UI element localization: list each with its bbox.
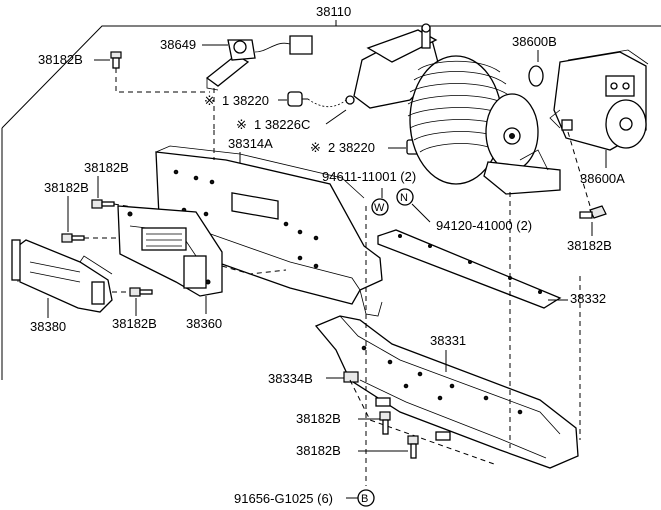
bolt-38182b-b1 — [379, 411, 391, 435]
washer-w-symbol — [371, 198, 389, 216]
assembly-number: 38110 — [316, 4, 351, 19]
label-38220-1: 1 38220 — [222, 93, 269, 108]
label-38314a: 38314A — [228, 136, 273, 151]
winch-drum-assembly — [353, 23, 561, 195]
frame-holes — [173, 169, 319, 269]
crossmember-38331 — [314, 315, 579, 469]
assembly-frame-top — [1, 25, 661, 129]
symbol-w: W — [374, 202, 385, 214]
label-38331: 38331 — [430, 333, 466, 348]
label-94611: 94611-11001 (2) — [322, 169, 416, 184]
symbol-n: N — [400, 192, 408, 204]
pad-38332 — [377, 229, 562, 309]
symbol-b: B — [361, 493, 368, 505]
symbol-b-circle — [357, 489, 375, 507]
label-38182b-b1: 38182B — [296, 411, 341, 426]
wire-38226c — [307, 98, 347, 108]
label-91656: 91656-G1025 (6) — [234, 491, 333, 506]
bolt-38182b-mid2 — [61, 233, 85, 243]
label-38220-2: 2 38220 — [328, 140, 375, 155]
label-38334b: 38334B — [268, 371, 313, 386]
label-38226c: 1 38226C — [254, 117, 310, 132]
label-38182b-b2: 38182B — [296, 443, 341, 458]
label-38182b-mid1: 38182B — [84, 160, 129, 175]
note-mark-1a: ※ — [204, 93, 215, 108]
switch-38220-1 — [287, 91, 308, 107]
label-94120: 94120-41000 (2) — [436, 218, 532, 233]
motor-38600a — [549, 49, 649, 151]
label-38182b-low: 38182B — [112, 316, 157, 331]
bolt-38182b-mid1 — [91, 199, 115, 209]
note-mark-1b: ※ — [236, 117, 247, 132]
roller-guide-38380 — [11, 239, 113, 313]
label-38182b-top: 38182B — [38, 52, 83, 67]
bolt-38182b-top — [110, 51, 122, 69]
label-38649: 38649 — [160, 37, 196, 52]
label-38600b: 38600B — [512, 34, 557, 49]
label-38182b-mid2: 38182B — [44, 180, 89, 195]
note-mark-2: ※ — [310, 140, 321, 155]
fairlead-38360 — [117, 205, 223, 297]
bolt-38182b-right — [579, 205, 607, 219]
o-ring-38600b — [528, 65, 544, 87]
bolt-38182b-low — [129, 287, 153, 297]
label-38182b-right: 38182B — [567, 238, 612, 253]
bracket-38649 — [205, 35, 313, 91]
label-38600a: 38600A — [580, 171, 625, 186]
bolt-38182b-b2 — [407, 435, 419, 459]
label-38360: 38360 — [186, 316, 222, 331]
plate-38334b — [343, 371, 359, 383]
nut-n-symbol — [396, 188, 414, 206]
label-38380: 38380 — [30, 319, 66, 334]
label-38332: 38332 — [570, 291, 606, 306]
